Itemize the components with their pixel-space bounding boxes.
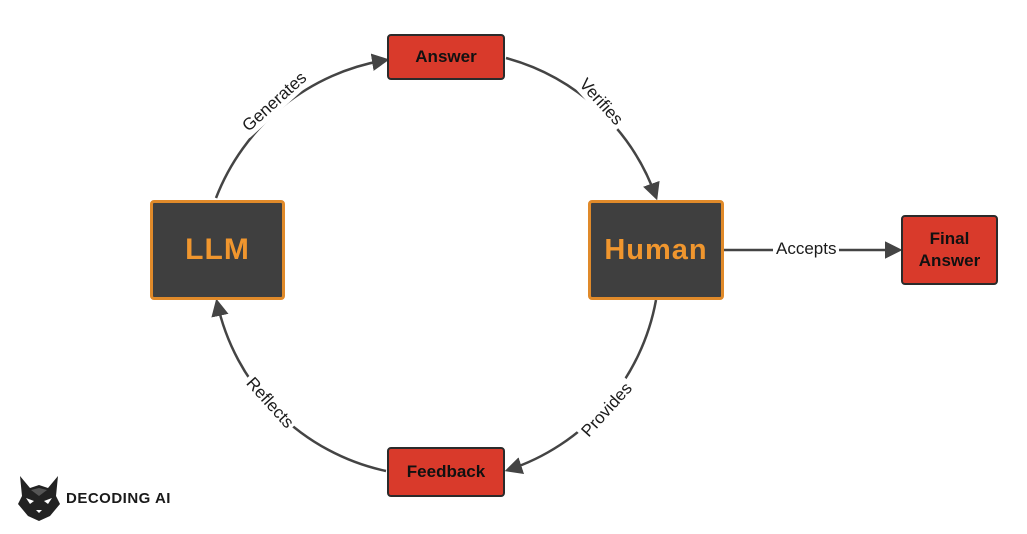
llm-node-label: LLM xyxy=(185,233,250,266)
cat-head-icon xyxy=(18,476,60,521)
human-node-label: Human xyxy=(604,233,708,266)
answer-node: Answer xyxy=(387,34,505,80)
edge-label-accepts: Accepts xyxy=(773,239,840,259)
logo-text: DECODING AI xyxy=(66,489,171,507)
final-answer-line1: Final xyxy=(929,229,970,248)
final-answer-line2: Answer xyxy=(918,251,981,270)
human-node: Human xyxy=(588,200,724,300)
decoding-ai-logo: DECODING AI xyxy=(16,474,171,522)
answer-node-label: Answer xyxy=(415,47,477,66)
llm-node: LLM xyxy=(150,200,285,300)
final-answer-node: Final Answer xyxy=(901,215,998,285)
feedback-node: Feedback xyxy=(387,447,505,497)
feedback-node-label: Feedback xyxy=(406,462,486,481)
